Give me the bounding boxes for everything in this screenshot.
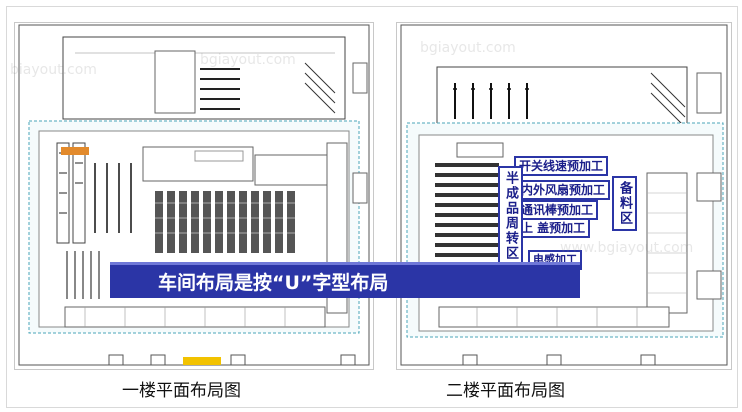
fan-label: 内外风扇预加工 bbox=[516, 180, 611, 200]
watermark: www.bgiayout.com bbox=[560, 240, 694, 256]
watermark: bgiayout.com bbox=[200, 52, 296, 68]
spare-label: 备料区 bbox=[612, 176, 637, 231]
watermark: bgiayout.com bbox=[420, 40, 516, 56]
watermark: biayout.com bbox=[10, 62, 97, 78]
floor1-caption: 一楼平面布局图 bbox=[122, 381, 241, 401]
switch-wire-label: 开关线速预加工 bbox=[514, 156, 609, 176]
banner-text: 车间布局是按“U”字型布局 bbox=[158, 272, 389, 294]
layout-banner: 车间布局是按“U”字型布局 bbox=[110, 262, 580, 298]
comm-rod-label: 通讯棒预加工 bbox=[516, 200, 599, 220]
semi-finished-label: 半成品周转区 bbox=[498, 166, 523, 266]
cover-label: 上 盖预加工 bbox=[516, 218, 591, 238]
floor2-caption: 二楼平面布局图 bbox=[446, 381, 565, 401]
